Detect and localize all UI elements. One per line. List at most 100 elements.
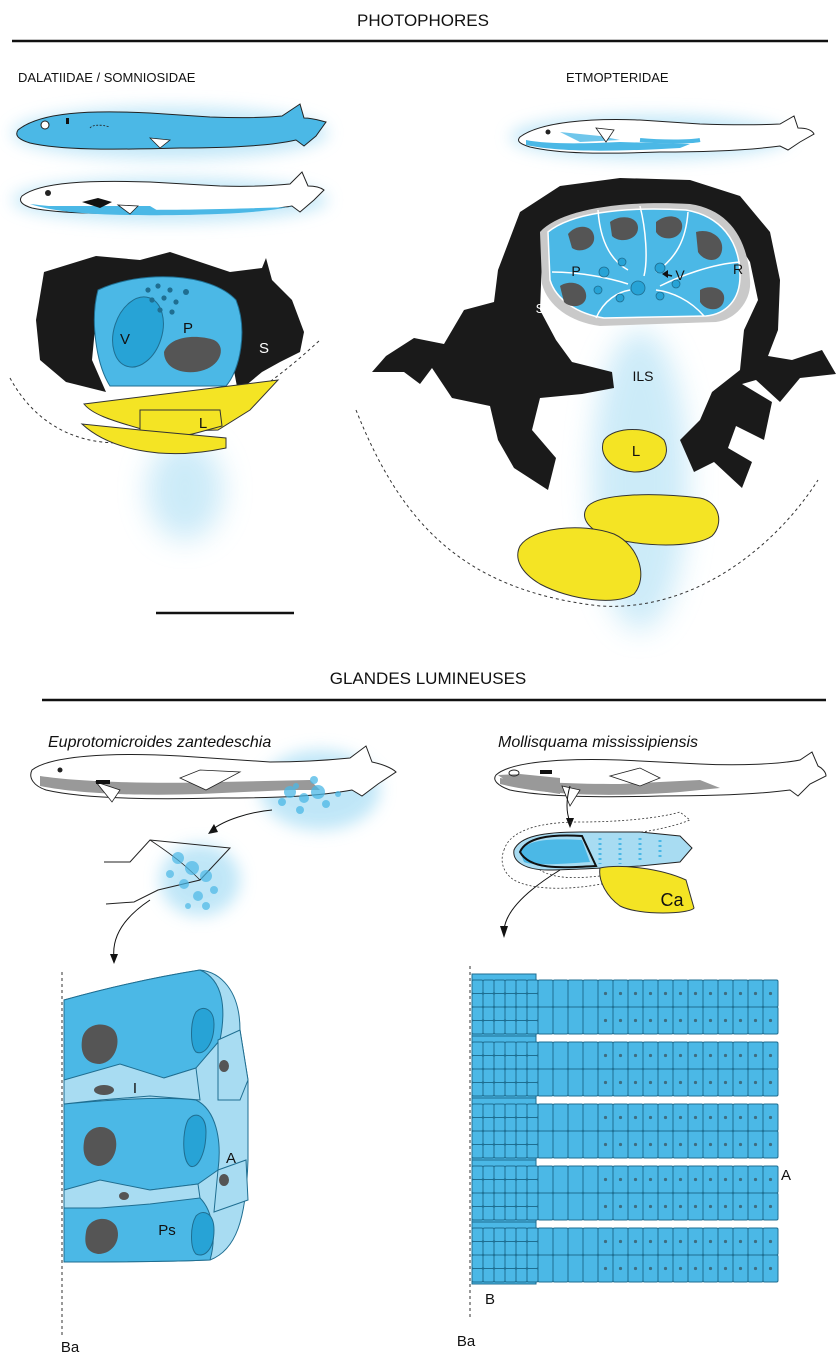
gland-cell [494, 1042, 505, 1056]
gland-cell [553, 1104, 568, 1131]
gland-cell [553, 1069, 568, 1096]
cell-nucleus [649, 1143, 652, 1146]
cell-nucleus [694, 1054, 697, 1057]
gland-cell [516, 1083, 527, 1097]
cell-nucleus [694, 1019, 697, 1022]
gland-cell [505, 1255, 516, 1269]
gland-cell [516, 1104, 527, 1118]
gland-cell [538, 1166, 553, 1193]
cell-nucleus [694, 992, 697, 995]
cell-nucleus [709, 1205, 712, 1208]
gland-cell [494, 1166, 505, 1180]
gland-cell [527, 1042, 538, 1056]
cell-nucleus [649, 1205, 652, 1208]
gland-cell [472, 1193, 483, 1207]
gland-cell [583, 1069, 598, 1096]
cell-nucleus [664, 1019, 667, 1022]
label-reflector: R [733, 261, 743, 277]
gland-cell [483, 1145, 494, 1159]
cell-nucleus [739, 1205, 742, 1208]
gland-cell [505, 1118, 516, 1132]
cell-nucleus [604, 992, 607, 995]
cell-nucleus [754, 1019, 757, 1022]
gland-cell [472, 1166, 483, 1180]
gland-cell [553, 1131, 568, 1158]
cell-nucleus [649, 992, 652, 995]
label-lens: L [632, 443, 640, 460]
gland-cell [538, 1104, 553, 1131]
cell-nucleus [634, 1267, 637, 1270]
gland-cell [527, 1021, 538, 1035]
cell-nucleus [694, 1267, 697, 1270]
gland-cell [494, 1083, 505, 1097]
panel-title-mollisquama: Mollisquama mississipiensis [498, 734, 698, 751]
cell-nucleus [679, 1081, 682, 1084]
gland-cell [472, 994, 483, 1008]
gland-cell [527, 994, 538, 1008]
cell-nucleus [739, 1081, 742, 1084]
gland-cell [483, 1056, 494, 1070]
cell-nucleus [769, 1267, 772, 1270]
cell-nucleus [709, 1240, 712, 1243]
gland-cell [568, 1042, 583, 1069]
gland-cell [568, 980, 583, 1007]
gland-cell [568, 1255, 583, 1282]
section-title-photophores: PHOTOPHORES [357, 11, 489, 30]
cell-nucleus [619, 1019, 622, 1022]
cell-nucleus [694, 1240, 697, 1243]
shark-dalatiidae-ventral-glow [12, 172, 328, 222]
cell-nucleus [679, 1116, 682, 1119]
cell-nucleus [739, 1267, 742, 1270]
gland-cell [494, 1118, 505, 1132]
gland-cell [516, 1118, 527, 1132]
gland-cell [505, 1056, 516, 1070]
gland-cell [472, 1021, 483, 1035]
gland-cell [494, 1269, 505, 1283]
gland-cell [472, 1083, 483, 1097]
cell-nucleus [604, 1267, 607, 1270]
gland-cell [494, 1242, 505, 1256]
gland-cell [527, 1007, 538, 1021]
gland-cell [494, 1021, 505, 1035]
cell-nucleus [679, 1019, 682, 1022]
cell-nucleus [754, 1240, 757, 1243]
gland-cell [516, 980, 527, 994]
cell-nucleus [619, 1267, 622, 1270]
gland-cell [568, 1069, 583, 1096]
gland-cell [583, 1104, 598, 1131]
gland-cell [483, 1269, 494, 1283]
gland-cell [538, 1193, 553, 1220]
cell-nucleus [664, 992, 667, 995]
label-basal: Ba [457, 1333, 476, 1350]
label-pigment: P [571, 263, 580, 279]
gland-cell [553, 1007, 568, 1034]
gland-cell [483, 1193, 494, 1207]
cell-nucleus [694, 1143, 697, 1146]
cell-nucleus [634, 1178, 637, 1181]
cell-nucleus [664, 1143, 667, 1146]
gland-cell [505, 994, 516, 1008]
gland-cell [505, 1083, 516, 1097]
cell-nucleus [739, 1178, 742, 1181]
gland-cell [527, 1269, 538, 1283]
gland-cell [494, 1193, 505, 1207]
cell-nucleus [619, 1178, 622, 1181]
cell-nucleus [754, 1116, 757, 1119]
cell-nucleus [634, 1205, 637, 1208]
gland-cell [568, 1104, 583, 1131]
gland-cell [494, 1207, 505, 1221]
gland-cell [527, 1131, 538, 1145]
gland-cell [472, 1069, 483, 1083]
gland-tissue-euprotomicroides: I A Ps Ba [61, 970, 248, 1356]
cell-nucleus [664, 1116, 667, 1119]
gland-cell [527, 980, 538, 994]
label-vesicle: V [120, 331, 130, 348]
label-apical: A [781, 1167, 791, 1184]
label-cavity: Ca [660, 890, 684, 910]
label-basal: Ba [61, 1339, 80, 1356]
cell-nucleus [769, 1054, 772, 1057]
gland-cell [505, 1131, 516, 1145]
gland-cell [568, 1193, 583, 1220]
gland-cell [527, 1118, 538, 1132]
